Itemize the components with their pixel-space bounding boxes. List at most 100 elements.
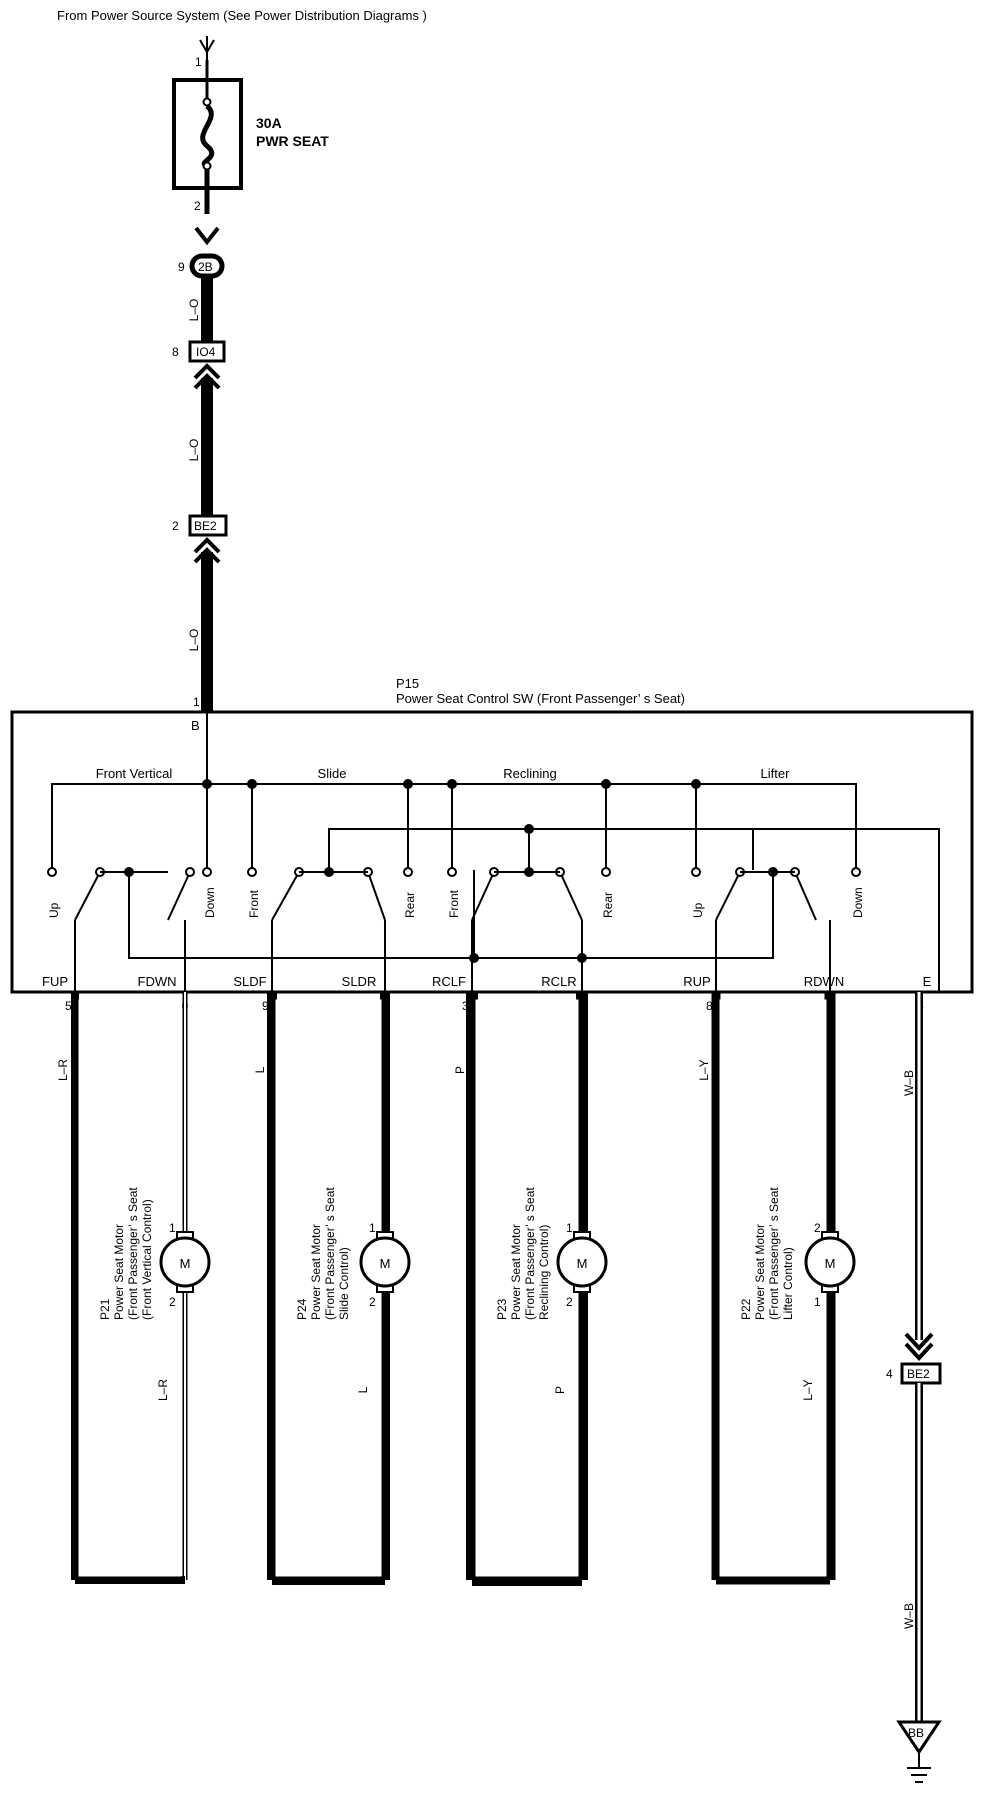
fuse-terminal-icon (202, 161, 212, 171)
switch-blade-icon (74, 871, 101, 921)
wire-color-label: L–Y (697, 1059, 711, 1080)
motor-name-line2: (Front Passenger’ s Seat (523, 1187, 537, 1320)
motor-code: P22 (739, 1298, 753, 1320)
connector-be2-bottom-id: BE2 (907, 1367, 930, 1381)
motor-code: P24 (295, 1298, 309, 1320)
main-feed-wire: 2B 9 L–O IO4 8 L–O BE2 2 L–O (172, 226, 228, 712)
motor-symbol: M (577, 1256, 588, 1271)
switch-contact-icon (202, 867, 212, 877)
terminal-pin-number: 5 (65, 999, 72, 1013)
ground-connector-id: BB (908, 1726, 924, 1740)
motor-loop-fill (78, 999, 182, 1577)
motor-symbol: M (380, 1256, 391, 1271)
connector-2b-pin: 9 (178, 260, 185, 274)
switch-blade-icon (794, 871, 817, 921)
ground-symbol-icon (907, 1752, 931, 1783)
connector-io4 (188, 340, 226, 363)
switch-blade-icon (367, 871, 386, 921)
fuse-name: PWR SEAT (256, 133, 329, 149)
cross-link-line (128, 870, 774, 959)
wire-color-label: L–R (56, 1059, 70, 1081)
junction-dot-icon (324, 867, 334, 877)
terminal-label: RUP (683, 974, 710, 989)
fuse-element-icon (200, 104, 215, 169)
wire-lo-2: L–O (187, 439, 201, 462)
terminal-label: RCLF (432, 974, 466, 989)
switch-blade-icon (271, 871, 300, 921)
connector-io4-pin: 8 (172, 345, 179, 359)
motor-name-line1: Power Seat Motor (509, 1224, 523, 1320)
switch-position-label: Rear (403, 892, 417, 918)
motor-name-line2: (Front Passenger’ s Seat (323, 1187, 337, 1320)
motor-icon (804, 1236, 856, 1288)
motor-wire-bottom: L–Y (801, 1379, 815, 1400)
fuse-pin-in: 1 (195, 55, 202, 69)
fuse-rating: 30A (256, 115, 282, 131)
motor-icon (556, 1236, 608, 1288)
switch-group-label: Reclining (503, 766, 556, 781)
connector-be2-top (188, 514, 228, 537)
fuse-terminal-icon (202, 97, 212, 107)
switch-position-label: Down (851, 887, 865, 918)
ground-connector-icon (896, 1720, 942, 1755)
junction-dot-icon (524, 867, 534, 877)
ground-bus-line (328, 828, 940, 992)
motor-icon (359, 1236, 411, 1288)
motor-pin-top: 1 (369, 1221, 376, 1235)
motor-name-line1: Power Seat Motor (309, 1224, 323, 1320)
switch-blade-icon (471, 871, 495, 921)
connector-be2-top-pin: 2 (172, 519, 179, 533)
motor-wire-bottom: L (356, 1386, 370, 1393)
motor-name-line3: (Front Vertical Control) (140, 1199, 154, 1320)
wire-lo-3: L–O (187, 629, 201, 652)
switch-group-label: Slide (318, 766, 347, 781)
connector-be2-bottom-pin: 4 (886, 1367, 893, 1381)
switch-contact-icon (47, 867, 57, 877)
motor-name-line2: (Front Passenger’ s Seat (126, 1187, 140, 1320)
switch-position-label: Front (247, 889, 261, 918)
motor-pin-bottom: 2 (566, 1295, 573, 1309)
terminal-label: SLDF (233, 974, 266, 989)
terminal-label: E (923, 974, 932, 989)
motor-pin-bottom: 2 (169, 1295, 176, 1309)
bus-line (51, 783, 857, 870)
wire-lo-1: L–O (187, 299, 201, 322)
junction-dot-icon (768, 867, 778, 877)
power-seat-control-switch: P15 Power Seat Control SW (Front Passeng… (10, 676, 974, 994)
switch-position-label: Up (691, 902, 705, 918)
motor-name-line3: Reclining Control) (537, 1225, 551, 1320)
motor-pin-top: 2 (814, 1221, 821, 1235)
switch-contact-icon (851, 867, 861, 877)
terminal-pin-number: 9 (262, 999, 269, 1013)
wire-color-label: L (253, 1066, 267, 1073)
motor-code: P23 (495, 1298, 509, 1320)
terminal-label: RDWN (804, 974, 844, 989)
switch-group-label: Lifter (761, 766, 791, 781)
fuse-pin-out: 2 (194, 199, 201, 213)
switch-position-label: Rear (601, 892, 615, 918)
connector-2b-id: 2B (198, 260, 213, 274)
motor-name-line3: Slide Control) (337, 1247, 351, 1320)
motor-code: P21 (98, 1298, 112, 1320)
junction-dot-icon (524, 824, 534, 834)
connector-be2-top-id: BE2 (194, 519, 217, 533)
terminal-pin-number: 8 (706, 999, 713, 1013)
switch-pin-b: B (191, 718, 200, 733)
terminal-label: RCLR (541, 974, 576, 989)
motor-pin-bottom: 1 (814, 1295, 821, 1309)
switch-blade-icon (715, 871, 741, 921)
switch-group-label: Front Vertical (96, 766, 173, 781)
motor-name-line3: Lifter Control) (781, 1247, 795, 1320)
motor-name-line1: Power Seat Motor (753, 1224, 767, 1320)
terminal-label: FUP (42, 974, 68, 989)
motor-icon (159, 1236, 211, 1288)
switch-pin-b-num: 1 (193, 695, 200, 709)
switch-blade-icon (559, 871, 583, 921)
ground-wire-upper: W–B (902, 1070, 916, 1096)
motor-pin-top: 1 (169, 1221, 176, 1235)
ground-wire-lower: W–B (902, 1603, 916, 1629)
switch-position-label: Front (447, 889, 461, 918)
switch-name: Power Seat Control SW (Front Passenger’ … (396, 691, 685, 706)
